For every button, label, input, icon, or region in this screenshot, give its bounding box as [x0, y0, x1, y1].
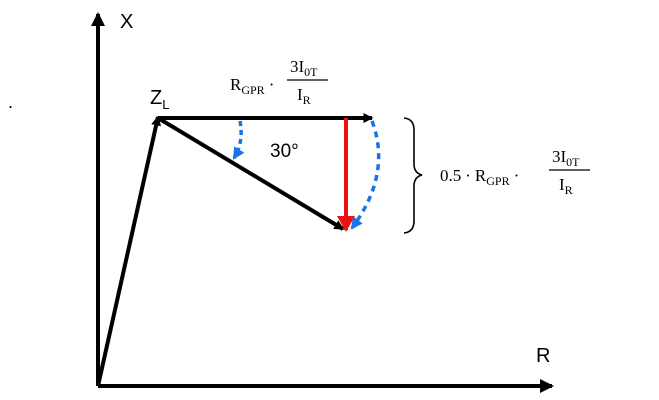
small-rotation-arc	[232, 120, 245, 160]
large-rotation-arc	[350, 120, 381, 230]
angle-label: 30°	[270, 141, 299, 162]
curly-brace	[403, 117, 423, 234]
zl-label: ZL	[150, 87, 169, 112]
svg-text:IR: IR	[559, 175, 573, 197]
x-axis-label: X	[120, 11, 133, 33]
svg-text:0.5·RGPR·: 0.5·RGPR·	[440, 166, 519, 188]
r-axis-label: R	[536, 345, 550, 367]
svg-text:3I0T: 3I0T	[552, 147, 580, 169]
svg-text:3I0T: 3I0T	[290, 57, 318, 79]
zl-vector	[96, 115, 162, 387]
svg-text:RGPR·: RGPR·	[230, 75, 274, 97]
svg-text:IR: IR	[297, 85, 311, 107]
side-formula: 0.5·RGPR· 3I0T IR	[440, 147, 590, 197]
rotated-vector	[156, 116, 345, 231]
top-formula: RGPR· 3I0T IR	[230, 57, 328, 107]
stray-mark: .	[8, 92, 13, 112]
